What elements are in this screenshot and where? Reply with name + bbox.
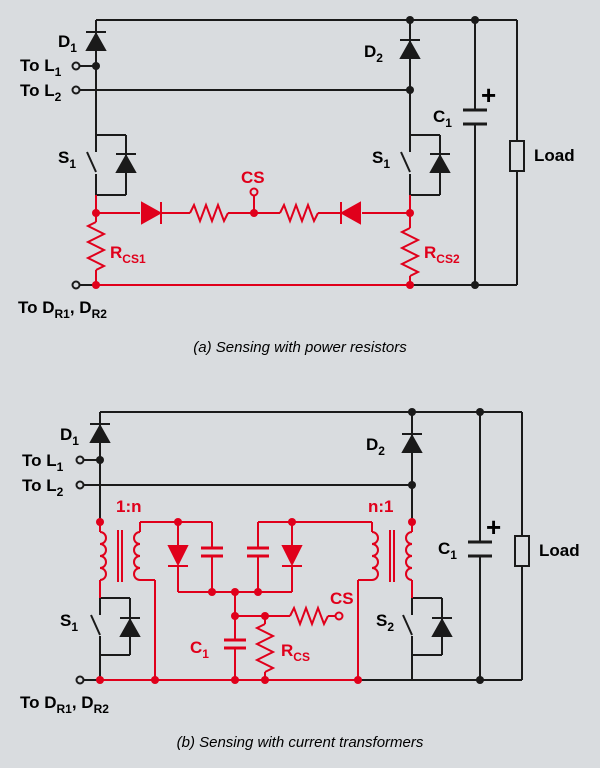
label-ratio-left-b: 1:n <box>116 497 142 516</box>
label-to-dr-b: To DR1, DR2 <box>20 693 109 716</box>
label-d1-a: D1 <box>58 32 77 55</box>
label-cs-b: CS <box>330 589 354 608</box>
label-to-l1-b: To L1 <box>22 451 64 474</box>
label-load-a: Load <box>534 146 575 165</box>
label-rcs-b: RCS <box>281 641 310 664</box>
circuit-b: D1 D2 To L1 To L2 1:n n:1 C1 + Load S1 S… <box>20 408 580 751</box>
circuit-b-terminals <box>75 455 85 685</box>
circuit-a-red-diodes <box>141 201 361 225</box>
circuit-a-black-diodes <box>85 31 451 173</box>
label-rcs2-a: RCS2 <box>424 243 460 266</box>
circuit-a: D1 D2 To L1 To L2 S1 S1 C1 + Load CS RCS… <box>18 16 575 356</box>
circuit-b-black-dots <box>96 408 484 684</box>
circuit-a-red-dots <box>92 209 414 289</box>
label-load-b: Load <box>539 541 580 560</box>
label-c1-inner-b: C1 <box>190 638 209 661</box>
cs-terminal-b <box>334 611 344 621</box>
caption-a: (a) Sensing with power resistors <box>193 339 407 356</box>
label-ratio-right-b: n:1 <box>368 497 394 516</box>
caption-b: (b) Sensing with current transformers <box>177 734 424 751</box>
label-d2-b: D2 <box>366 435 385 458</box>
label-d1-b: D1 <box>60 425 79 448</box>
label-plus-b: + <box>486 512 501 542</box>
label-c1-b: C1 <box>438 539 457 562</box>
label-plus-a: + <box>481 80 496 110</box>
circuit-b-red-diodes <box>167 545 303 567</box>
circuit-a-red-network <box>79 195 517 286</box>
cs-terminal-a <box>249 187 259 197</box>
label-c1-a: C1 <box>433 107 452 130</box>
label-d2-a: D2 <box>364 42 383 65</box>
label-s2-b: S2 <box>376 611 394 634</box>
circuit-b-black-diodes <box>89 423 453 637</box>
label-to-l1-a: To L1 <box>20 56 62 79</box>
label-rcs1-a: RCS1 <box>110 243 146 266</box>
circuit-b-red-dots <box>96 518 416 684</box>
circuit-a-black-dots <box>92 16 479 289</box>
label-to-l2-b: To L2 <box>22 476 64 499</box>
label-to-l2-a: To L2 <box>20 81 62 104</box>
label-cs-a: CS <box>241 168 265 187</box>
label-s1-b: S1 <box>60 611 78 634</box>
label-to-dr-a: To DR1, DR2 <box>18 298 107 321</box>
circuit-a-terminals <box>71 61 81 290</box>
label-s1-right-a: S1 <box>372 148 390 171</box>
label-s1-left-a: S1 <box>58 148 76 171</box>
